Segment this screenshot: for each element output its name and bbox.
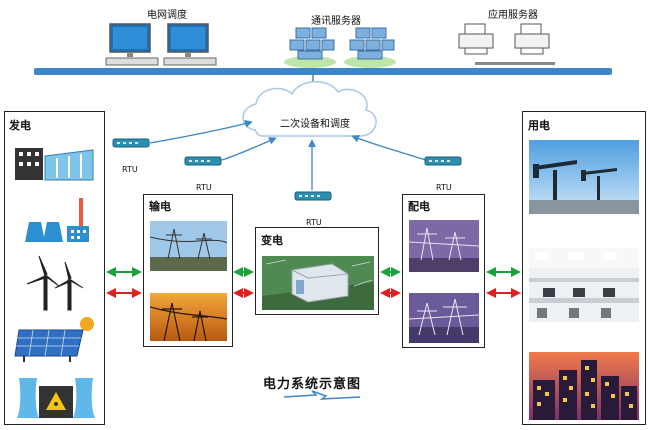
lightning-decoration-icon (283, 390, 361, 400)
transmission-sunset-photo (150, 293, 227, 341)
generation-title: 发电 (9, 119, 31, 132)
consumption-box: 用电 (522, 111, 646, 425)
solar-panel-icon (14, 317, 94, 362)
rtu-device-icon (112, 138, 150, 148)
computer-icon (163, 23, 217, 66)
rtu-label: RTU (306, 218, 322, 227)
network-bus (34, 68, 612, 75)
substation-box: 变电 (255, 227, 379, 315)
transmission-title: 输电 (149, 200, 171, 213)
grid-dispatch-label: 电网调度 (147, 10, 187, 21)
rtu-label: RTU (436, 183, 452, 192)
hydro-plant-icon (15, 148, 94, 181)
rtu-label: RTU (196, 183, 212, 192)
consumption-title: 用电 (528, 119, 550, 132)
substation-title: 变电 (261, 234, 283, 247)
substation-photo (262, 256, 374, 310)
transmission-day-photo (150, 221, 227, 271)
rtu-device-icon (184, 156, 222, 166)
dispatch-computers-icon (105, 23, 217, 66)
rtu-d-arrow (351, 134, 427, 161)
rtu-device-icon (424, 156, 462, 166)
rtu-b-arrow (221, 137, 277, 161)
computer-icon (105, 23, 159, 66)
app-servers-icon (458, 23, 555, 65)
comm-servers-label: 通讯服务器 (311, 16, 361, 27)
comm-servers-icon (284, 27, 396, 68)
office-photo (529, 248, 639, 322)
printer-icon (514, 23, 550, 55)
nuclear-plant-icon (17, 378, 95, 418)
oil-pump-photo (529, 140, 639, 214)
rtu-label: RTU (122, 165, 138, 174)
distribution-photo-1 (409, 220, 479, 272)
city-night-photo (529, 352, 639, 420)
printer-icon (458, 23, 494, 55)
cloud-shape (242, 81, 377, 137)
transmission-box: 输电 (143, 194, 233, 347)
app-servers-label: 应用服务器 (488, 10, 538, 21)
cloud-label: 二次设备和调度 (280, 119, 350, 130)
rtu-device-icon (294, 191, 332, 201)
rtu-a-arrow (149, 119, 253, 144)
thermal-plant-icon (25, 198, 89, 242)
diagram-title: 电力系统示意图 (263, 377, 362, 392)
wind-turbine-icon (26, 255, 84, 311)
distribution-box: 配电 (402, 194, 485, 348)
distribution-photo-2 (409, 293, 479, 343)
generation-box: 发电 (4, 111, 105, 425)
distribution-title: 配电 (408, 200, 430, 213)
